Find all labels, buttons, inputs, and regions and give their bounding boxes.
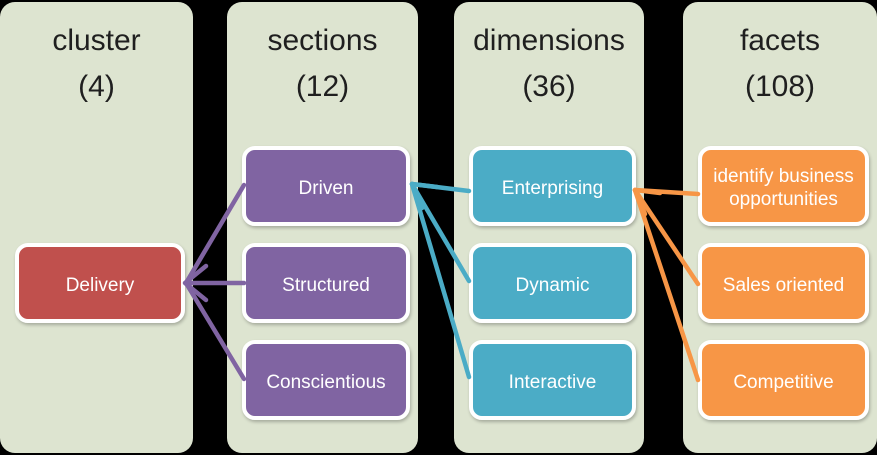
column-cluster-title: cluster — [52, 24, 141, 57]
node-delivery: Delivery — [15, 243, 185, 323]
column-dimensions: dimensions (36) Enterprising Dynamic Int… — [454, 2, 644, 453]
column-facets: facets (108) identify business opportuni… — [683, 2, 877, 453]
node-interactive: Interactive — [469, 340, 636, 420]
node-structured: Structured — [242, 243, 410, 323]
node-structured-label: Structured — [282, 274, 370, 296]
column-facets-title: facets — [739, 24, 821, 57]
column-facets-header: facets (108) — [683, 2, 877, 110]
column-sections-header: sections (12) — [227, 2, 418, 110]
node-enterprising: Enterprising — [469, 146, 636, 226]
node-sales-oriented: Sales oriented — [698, 243, 869, 323]
column-sections: sections (12) Driven Structured Conscien… — [227, 2, 418, 453]
column-dimensions-count: (36) — [522, 70, 576, 103]
node-conscientious: Conscientious — [242, 340, 410, 420]
node-interactive-label: Interactive — [508, 371, 597, 393]
column-cluster: cluster (4) Delivery — [0, 2, 193, 453]
node-enterprising-label: Enterprising — [501, 177, 604, 199]
node-conscientious-label: Conscientious — [266, 371, 386, 393]
node-competitive-label: Competitive — [733, 371, 834, 393]
column-facets-count: (108) — [744, 70, 816, 103]
column-cluster-header: cluster (4) — [0, 2, 193, 110]
column-dimensions-title: dimensions — [473, 24, 625, 57]
node-sales-oriented-label: Sales oriented — [722, 274, 845, 296]
node-identify-business-opportunities: identify business opportunities — [698, 146, 869, 226]
column-dimensions-header: dimensions (36) — [454, 2, 644, 110]
node-driven: Driven — [242, 146, 410, 226]
node-dynamic-label: Dynamic — [515, 274, 590, 296]
node-driven-label: Driven — [298, 177, 354, 199]
column-sections-count: (12) — [295, 70, 350, 103]
node-identify-business-opportunities-label: identify business opportunities — [713, 166, 854, 210]
node-dynamic: Dynamic — [469, 243, 636, 323]
node-delivery-label: Delivery — [65, 274, 135, 296]
node-competitive: Competitive — [698, 340, 869, 420]
column-sections-title: sections — [267, 24, 378, 57]
column-cluster-count: (4) — [78, 70, 115, 103]
